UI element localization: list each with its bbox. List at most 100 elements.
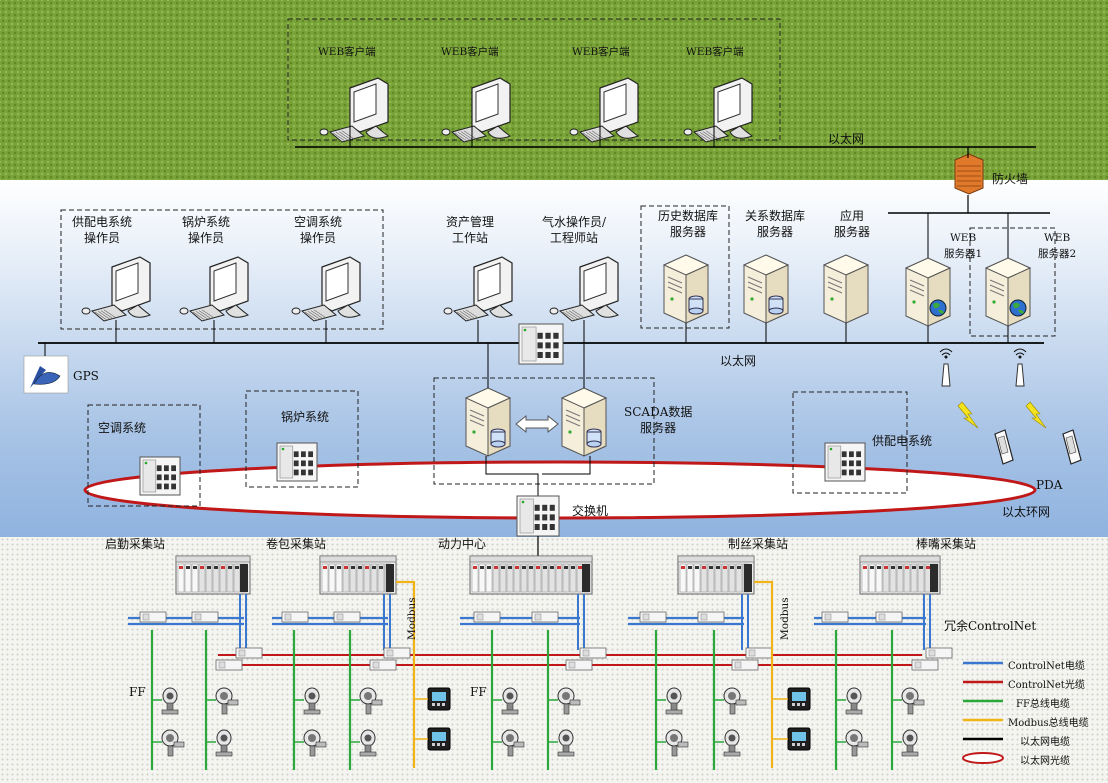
engineer-station-computer-stand [595,304,620,318]
web-client-label-4: WEB客户端 [686,46,744,58]
ff-transmitter-b-9-arm [857,741,869,748]
boiler-system-switch-port [293,469,299,476]
legend-swatch-6 [962,752,1004,764]
boiler-system-label: 锅炉系统 [281,410,330,424]
ff-transmitter-b-4-flange [359,751,377,757]
station-rack-1-slot-led [235,566,239,569]
station-rack-3-slot-led [564,566,568,569]
web-client-label-3: WEB客户端 [572,46,630,58]
station-rack-3-end-cap [582,564,590,592]
web-client-label-2: WEB客户端 [441,46,499,58]
ring-switch-led [521,500,525,504]
web-client-computer-1-stand [365,125,390,139]
ethernet-switch-top-port [537,352,543,358]
power-meter-1-button [432,703,435,706]
power-system-box [792,391,908,494]
station-rack-5-slot-led [905,566,909,569]
ff-transmitter-a-5-flange [501,709,519,715]
boiler-system-switch-panel [279,445,294,479]
controlnet-tap-9-conn [824,613,832,621]
ring-switch-port [542,514,548,521]
web-client-computer-2-stand [487,125,512,139]
ff-transmitter-b-8 [723,729,741,757]
pda-device-2 [1062,429,1082,465]
station-rack-4-slot [686,563,694,593]
station-rack-3-slot [513,563,521,593]
power-meter-4-display [792,732,806,741]
web-server1-led [912,300,916,304]
ff-transmitter-a-2-stem [221,703,228,715]
ring-switch-port [542,524,548,530]
app-server [822,254,870,324]
ff-transmitter-a-8 [723,687,747,715]
relational-server-label: 关系数据库服务器 [745,209,806,239]
ff-transmitter-b-9 [845,729,869,757]
modbus-label-1: Modbus [406,597,418,640]
history-server-slot [667,286,683,294]
web-client-computer-1-screen [353,83,377,123]
ff-transmitter-b-6-flange [557,751,575,757]
web-client-computer-1 [319,77,390,143]
operator-power-computer-screen [115,262,139,302]
ac-system-switch-port [164,465,169,472]
controlnet-tap-4 [333,611,361,623]
station-rack-3-slot [548,563,556,593]
operator-group-box [60,209,384,330]
history-server-box [640,205,730,329]
redundancy-arrow [515,414,559,434]
operator-power-computer-stand [127,304,152,318]
relational-server-slot [747,286,763,294]
controlnet-tap-8-body [697,611,725,623]
station-rack-5-slot [889,563,897,593]
station-rack-1-slot-led [207,566,211,569]
asset-station-computer-key-row [465,309,479,319]
operator-boiler-computer-stand [225,304,250,318]
fiber-module-6-conn [582,649,590,657]
web-server1-slot [909,279,925,287]
ring-switch [516,495,560,537]
station-rack-4-slot [700,563,708,593]
ff-transmitter-a-9-flange [845,709,863,715]
controlnet-tap-3-conn [284,613,292,621]
station-rack-4-slot [679,563,687,593]
controlnet-redundant-label: 冗余ControlNet [944,619,1037,633]
fiber-module-2-body [235,647,263,659]
web-client-computer-4-mouse [683,128,693,136]
station-rack-4-slot-led [688,566,692,569]
ff-transmitter-b-2-face [220,734,228,742]
scada-link-1 [485,456,539,496]
ac-system-switch-panel [142,459,157,493]
station-label-3: 动力中心 [438,537,487,551]
fiber-module-1-conn [218,661,226,669]
ff-transmitter-b-3-face [308,734,316,742]
ff-transmitter-a-3-flange [303,709,321,715]
power-system-switch-port [841,451,847,458]
fiber-module-4 [383,647,411,659]
firewall-icon [954,153,984,195]
web-client-computer-2-key-row [463,130,477,140]
boiler-system-switch-port [308,460,313,467]
scada-server-2-slot [565,414,581,422]
ring-switch-port [549,504,555,511]
fiber-module-3 [369,659,397,671]
fiber-module-1 [215,659,243,671]
wifi-ap-1-icon [939,348,953,387]
web-client-computer-3-mouse [569,128,579,136]
controlnet-tap-2-conn [194,613,202,621]
fiber-module-5-conn [568,661,576,669]
controlnet-tap-6 [531,611,559,623]
station-rack-2-slot-led [358,566,362,569]
station-rack-1-slot-led [228,566,232,569]
ethernet-switch-top [518,323,564,365]
station-rack-5-slot [903,563,911,593]
web-client-computer-1-key-row [335,132,349,141]
station-rack-4-slot [721,563,729,593]
ac-system-box [87,404,201,507]
operator-power-computer-key-row [103,309,117,319]
fiber-module-2 [235,647,263,659]
fiber-module-10 [925,647,953,659]
station-rack-4-slot [693,563,701,593]
controlnet-tap-10-conn [878,613,886,621]
station-rack-5-slot-led [919,566,923,569]
